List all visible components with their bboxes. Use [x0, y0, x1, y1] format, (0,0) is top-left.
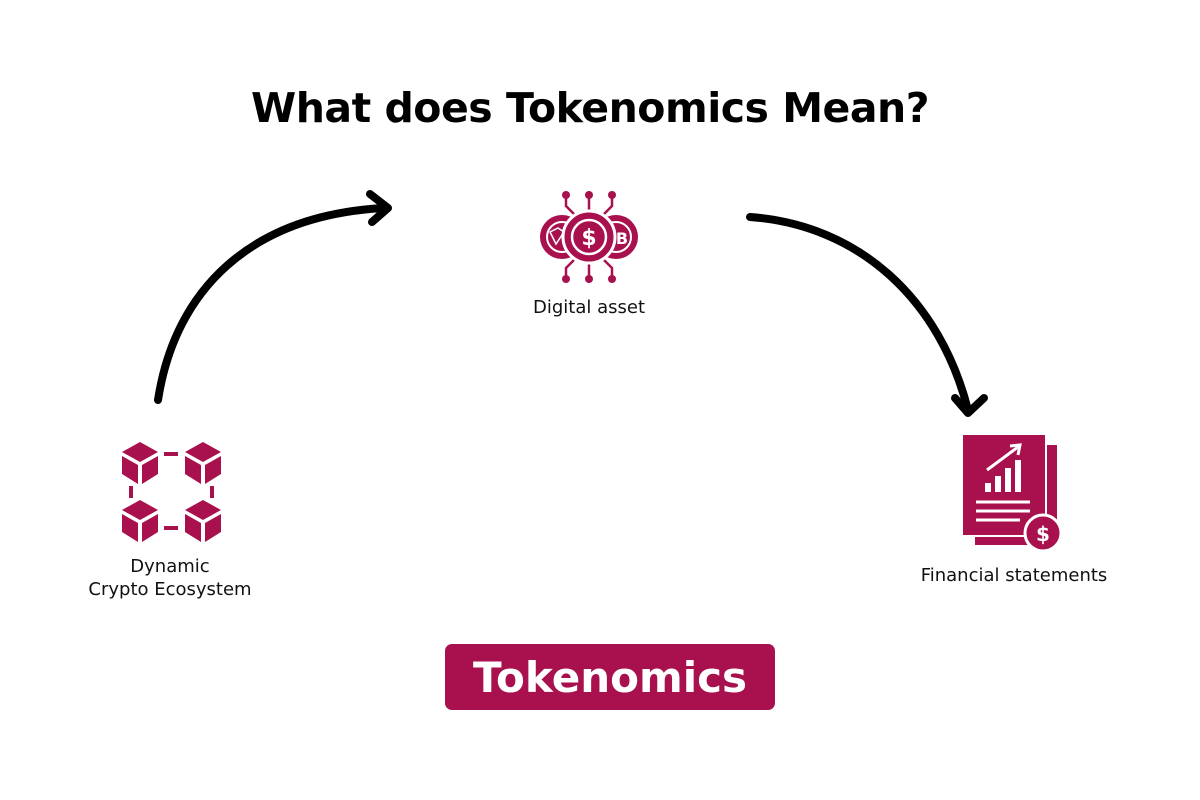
ecosystem-label-line2: Crypto Ecosystem: [88, 579, 252, 600]
financial-statements-label: Financial statements: [920, 565, 1108, 586]
svg-text:$: $: [1036, 522, 1050, 546]
financial-statements-icon: $: [961, 433, 1063, 553]
arrow-left-curve: [154, 190, 392, 404]
ecosystem-label-line1: Dynamic: [130, 556, 210, 577]
digital-asset-icon: $ B: [540, 191, 638, 283]
arrow-right-curve: [746, 213, 988, 417]
svg-text:$: $: [581, 226, 596, 251]
page-title: What does Tokenomics Mean?: [251, 84, 929, 132]
tokenomics-badge: Tokenomics: [445, 644, 775, 710]
ecosystem-label: Dynamic Crypto Ecosystem: [60, 555, 280, 601]
blockchain-icon: [122, 442, 221, 542]
svg-text:B: B: [616, 229, 628, 248]
digital-asset-label: Digital asset: [532, 297, 646, 318]
